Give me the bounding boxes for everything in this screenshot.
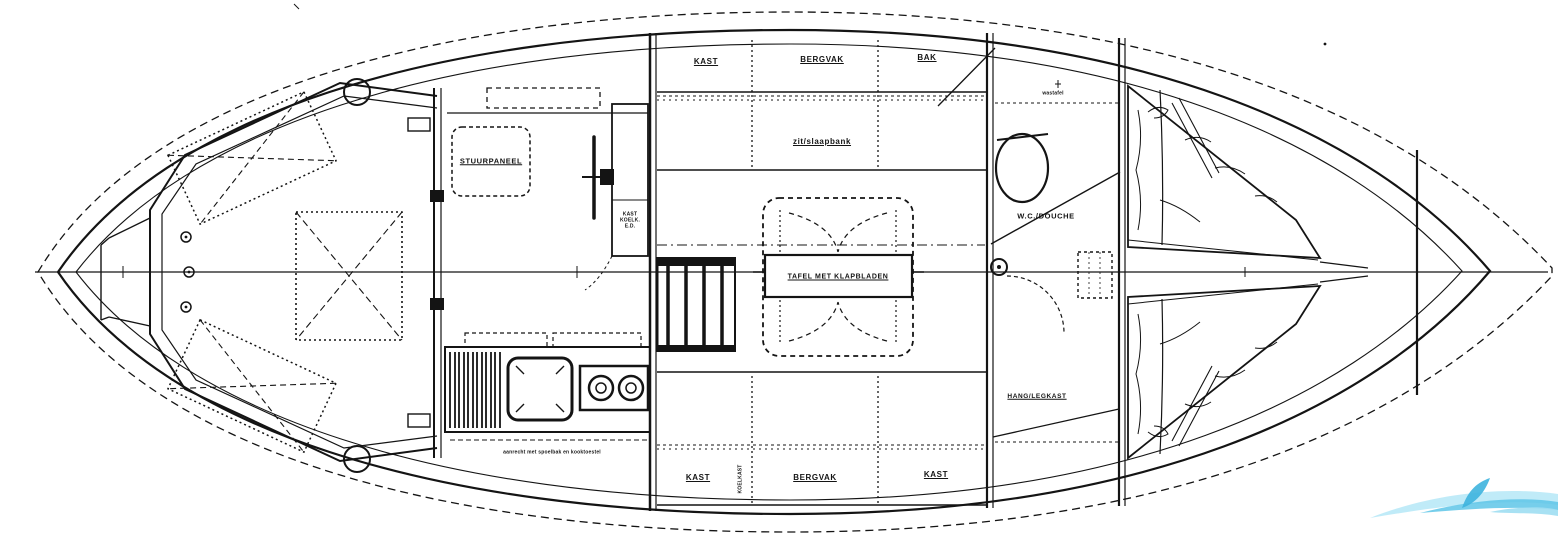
side-cabinet-label: KAST KOELK. E.D.: [619, 211, 641, 230]
steering-wheel: [582, 135, 614, 220]
upper-locker-left-label: KAST: [693, 57, 719, 66]
v-berth-bottom: [1127, 283, 1322, 460]
lower-locker-left-label: KAST: [685, 473, 711, 482]
wc-compartment: [990, 38, 1126, 506]
companionway-steps: [656, 257, 736, 352]
side-cabinet: [584, 103, 649, 291]
washbasin-label: wastafel: [1042, 90, 1064, 97]
saloon-table: [753, 197, 924, 357]
toilet: [994, 132, 1050, 204]
side-cabinet-line-3: E.D.: [624, 223, 636, 230]
upper-locker-middle-label: BERGVAK: [800, 55, 844, 64]
wc-label: W.C./DOUCHE: [1017, 211, 1075, 221]
side-cabinet-line-2: KOELK.: [619, 217, 641, 224]
engine-hatch: [295, 211, 403, 341]
stove: [578, 364, 650, 412]
door-swing-arc: [1006, 275, 1065, 333]
hinge-circles: [180, 231, 195, 313]
lower-locker-right-label: KAST: [923, 470, 949, 479]
bench-label: zit/slaapbank: [792, 137, 852, 146]
table-label: TAFEL MET KLAPBLADEN: [787, 273, 889, 281]
v-berth-top: [1127, 84, 1322, 261]
galley: [444, 332, 651, 441]
step-box: [1077, 251, 1113, 299]
upper-locker-right-label: BAK: [917, 53, 937, 62]
helm-console: [451, 126, 531, 197]
wheelhouse: [444, 33, 657, 511]
fore-cabin: [1127, 84, 1419, 460]
side-cabinet-line-1: KAST: [622, 211, 638, 218]
mast-post: [990, 258, 1008, 276]
drainer-grooves: [449, 352, 501, 428]
galley-caption: aanrecht met spoelbak en kooktoestel: [503, 449, 601, 456]
watermark-wave-logo: [1370, 478, 1558, 518]
lower-locker-middle-label: BERGVAK: [793, 473, 837, 482]
saloon: [656, 33, 996, 508]
closet-label: HANG/LEGKAST: [1007, 392, 1067, 400]
sink: [506, 356, 574, 422]
galley-side-label: KOELKAST: [737, 464, 744, 494]
helm-label: STUURPANEEL: [459, 156, 523, 166]
seat-locker-top: [166, 90, 338, 226]
